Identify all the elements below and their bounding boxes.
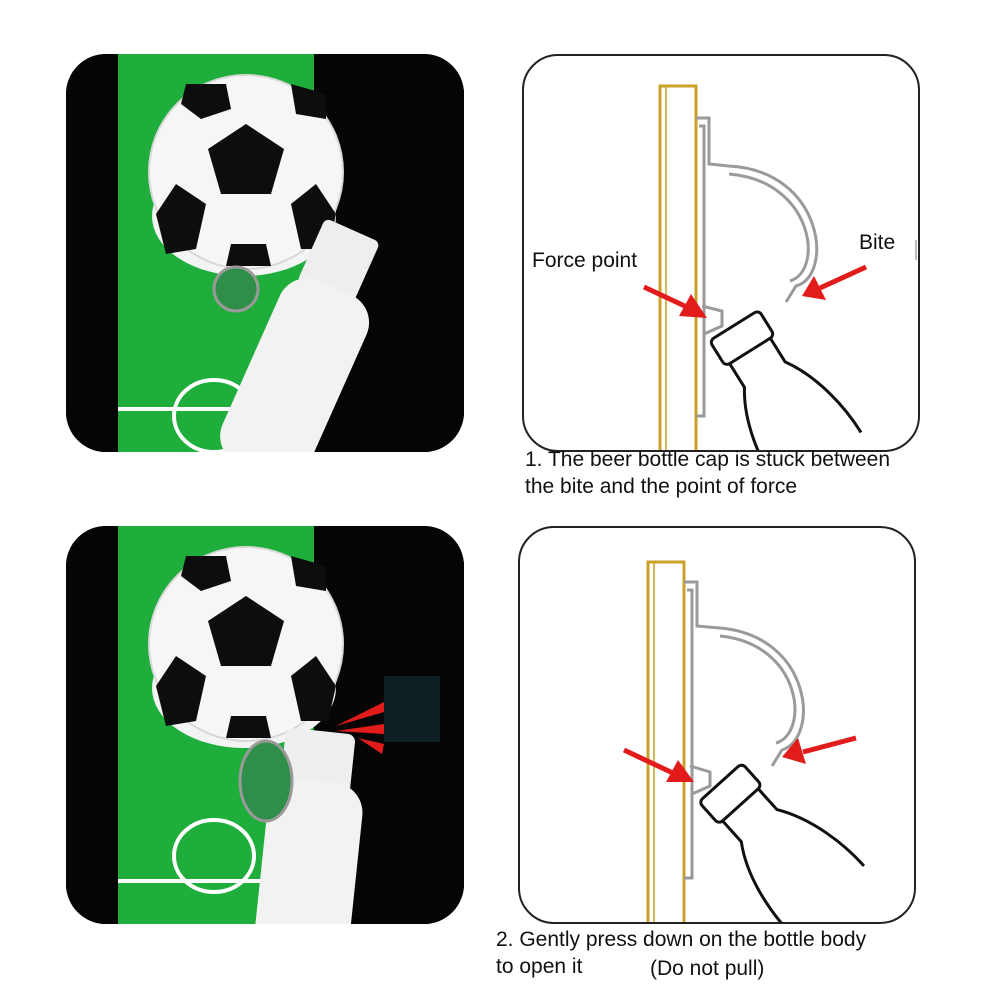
diagram-press-down bbox=[518, 526, 916, 924]
soccer-ball-icon bbox=[148, 74, 344, 270]
center-circle bbox=[172, 818, 256, 894]
bite-label: Bite bbox=[859, 231, 896, 254]
caption-step-1-line-1: 1. The beer bottle cap is stuck between bbox=[525, 448, 890, 471]
press-arrow-icon bbox=[336, 702, 384, 754]
mounting-plate bbox=[646, 560, 686, 922]
bite-arrow bbox=[802, 264, 868, 300]
caption-step-1-line-2: the bite and the point of force bbox=[525, 475, 798, 498]
opener-profile bbox=[684, 580, 805, 880]
caption-step-2-line-1: 2. Gently press down on the bottle body bbox=[496, 928, 867, 951]
bottle-neck bbox=[709, 310, 863, 450]
force-arrow bbox=[642, 284, 707, 318]
force-arrow bbox=[622, 747, 694, 782]
beer-bottle bbox=[220, 219, 379, 452]
bottle-cap bbox=[238, 739, 294, 823]
bite-arrow bbox=[782, 735, 857, 764]
bottle-cap bbox=[212, 265, 260, 313]
photo-cap-stuck bbox=[66, 54, 464, 452]
bottle-neck bbox=[699, 763, 866, 922]
caption-step-1: 1. The beer bottle cap is stuck between … bbox=[525, 446, 890, 500]
beer-bottle bbox=[255, 728, 363, 924]
caption-step-2-line-2: to open it bbox=[496, 955, 583, 978]
soccer-ball-icon bbox=[148, 546, 344, 742]
diagram-cap-stuck: Force point Bite bbox=[522, 54, 920, 452]
force-point-label: Force point bbox=[532, 249, 638, 272]
caption-step-2: 2. Gently press down on the bottle body … bbox=[496, 926, 866, 980]
mounting-plate bbox=[658, 84, 698, 450]
caption-step-2-note: (Do not pull) bbox=[650, 957, 765, 980]
opener-profile bbox=[696, 116, 819, 418]
photo-press-down bbox=[66, 526, 464, 924]
black-patch bbox=[384, 676, 440, 742]
